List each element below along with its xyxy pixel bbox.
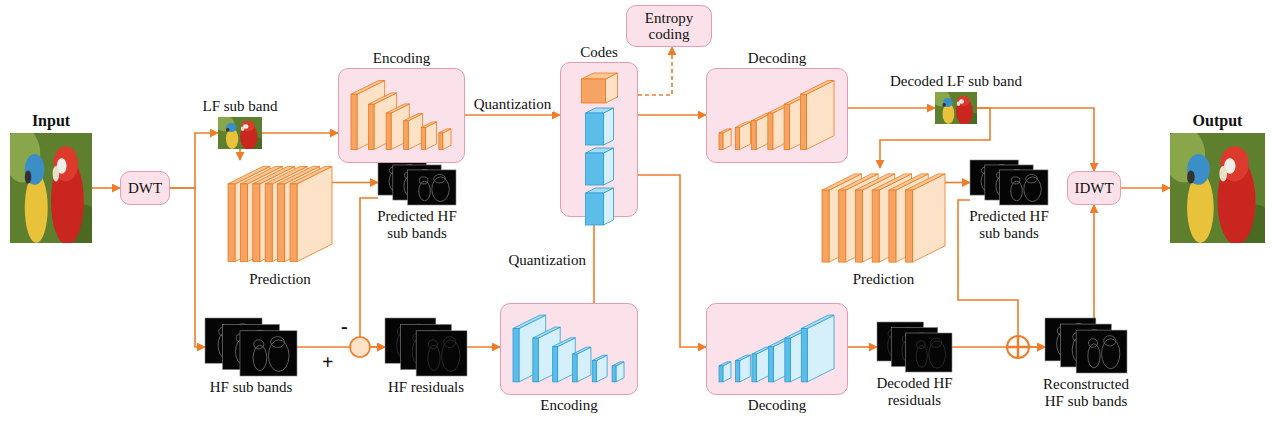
connector (945, 182, 970, 184)
node-label: HF sub bands (210, 379, 293, 396)
node-label: Decoding (748, 397, 806, 414)
image-block: Reconstructed HF sub bands (1045, 318, 1127, 373)
process-box: Encoding (338, 68, 465, 163)
connector (1121, 187, 1170, 189)
node-label: Decoded HF residuals (874, 375, 956, 408)
node-label: Predicted HF sub bands (373, 208, 461, 241)
image-block: HF residuals (385, 318, 467, 376)
illustration (218, 117, 262, 149)
image-block: LF sub band (218, 117, 262, 149)
node-label: Output (1193, 112, 1243, 130)
image-block: Decoded LF sub band (935, 92, 977, 124)
image-block: Decoded HF residuals (877, 322, 952, 372)
illustration (1045, 318, 1127, 373)
connector (638, 114, 706, 116)
node-label: IDWT (1074, 180, 1113, 197)
image-block: Predicted HF sub bands (378, 160, 456, 205)
connector (593, 217, 595, 303)
connector (848, 107, 935, 109)
illustration (501, 304, 636, 393)
illustration (385, 318, 467, 376)
illustration (1170, 133, 1265, 243)
process-box: Codes (560, 62, 638, 217)
illustration (378, 160, 456, 205)
connector (92, 187, 120, 189)
connector (262, 132, 338, 134)
connector (467, 346, 500, 348)
sum-junction (1007, 336, 1029, 358)
node-label: Codes (580, 44, 618, 61)
illustration (970, 160, 1048, 205)
illustration (935, 92, 977, 124)
connector (170, 133, 218, 188)
node-label: Entropy coding (631, 10, 707, 43)
process-box: DWT (120, 171, 170, 205)
image-block: Predicted HF sub bands (970, 160, 1048, 205)
sign-label: - (341, 316, 348, 336)
illustration (877, 322, 952, 372)
node-label: LF sub band (203, 98, 278, 115)
connector (952, 346, 1045, 348)
illustration (707, 304, 846, 393)
node-label: Encoding (540, 397, 598, 414)
illustration (205, 318, 297, 376)
illustration (707, 69, 846, 161)
connector (465, 114, 560, 116)
process-box: Decoding (706, 303, 848, 395)
subtract-junction (350, 337, 370, 357)
node-label: Reconstructed HF sub bands (1036, 376, 1136, 409)
node-label: Prediction (853, 271, 915, 288)
connector (297, 346, 385, 348)
connector (638, 47, 672, 95)
illustration (228, 160, 332, 268)
network-block: Prediction (228, 160, 332, 268)
node-label: Input (32, 112, 70, 130)
process-box: Entropy coding (626, 5, 712, 47)
node-label: DWT (128, 180, 162, 197)
connector (1093, 205, 1095, 318)
image-block: Input (10, 133, 92, 243)
node-label: Predicted HF sub bands (965, 208, 1053, 241)
sign-label: + (322, 352, 333, 372)
connector (332, 182, 378, 184)
node-label: Decoding (748, 50, 806, 67)
image-block: HF sub bands (205, 318, 297, 376)
process-box: Decoding (706, 68, 848, 163)
edge-label: Quantization (472, 96, 553, 113)
illustration (339, 69, 463, 161)
node-label: Encoding (373, 50, 431, 67)
illustration (10, 133, 92, 243)
image-block: Output (1170, 133, 1265, 243)
process-box: IDWT (1067, 171, 1121, 205)
illustration (822, 168, 945, 268)
edge-label: Quantization (507, 252, 588, 269)
node-label: HF residuals (388, 379, 464, 396)
connector (239, 149, 241, 160)
node-label: Prediction (249, 271, 311, 288)
connector (170, 188, 205, 347)
connector (638, 175, 706, 347)
node-label: Decoded LF sub band (890, 73, 1022, 90)
connector (848, 346, 877, 348)
illustration (561, 63, 636, 215)
sum-cross (1007, 336, 1029, 358)
process-box: Encoding (500, 303, 638, 395)
network-block: Prediction (822, 168, 945, 268)
